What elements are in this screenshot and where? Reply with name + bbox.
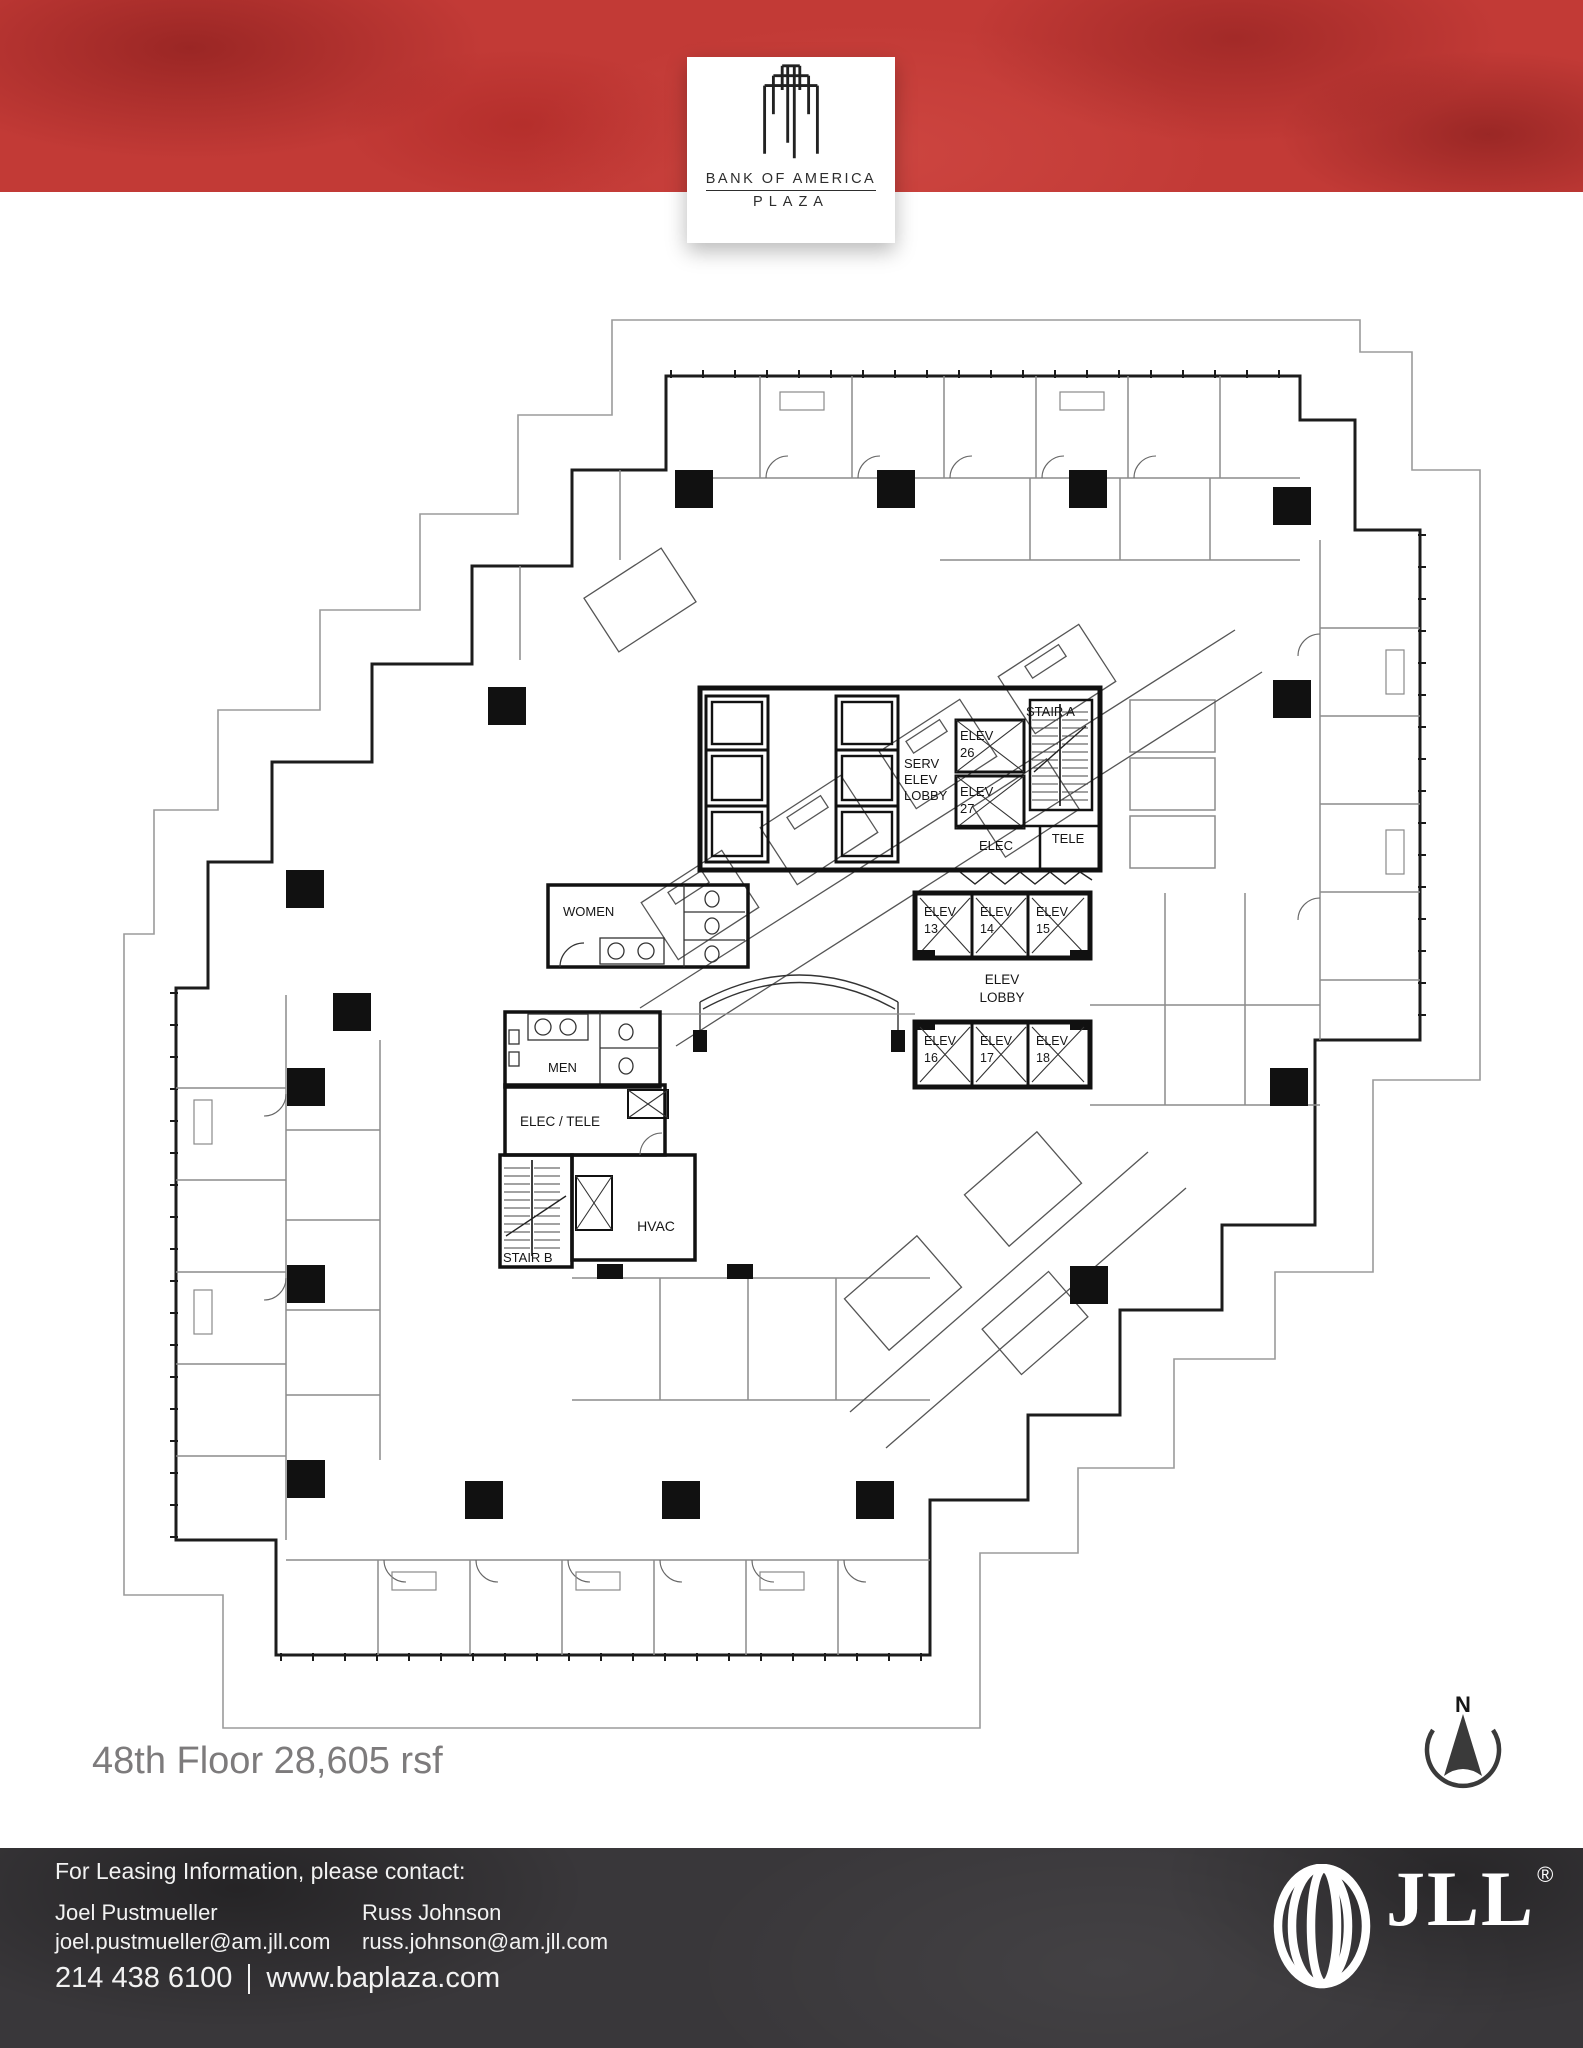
service-elevator-bank-2 [834,694,900,864]
column [286,870,324,908]
outer-outline [123,319,1481,1729]
compass-needle [1444,1714,1482,1776]
jll-logo: JLL ® [1272,1855,1554,1989]
label-elev15: ELEV [1036,905,1069,919]
label-n17: 17 [980,1051,994,1065]
furniture [193,391,1405,1591]
elevator-shaft-27: ELEV 27 [954,774,1026,830]
diagonal-corridors [583,547,1263,1449]
label-n15: 15 [1036,922,1050,936]
column [1273,487,1311,525]
jll-swirl-icon [1273,1864,1371,1989]
elec-tele-room: ELEC / TELE [503,1083,669,1157]
jll-wordmark: JLL [1386,1855,1536,1942]
core-upper-block: SERV ELEV LOBBY ELEV 26 ELEV 27 STAIR A … [697,685,1103,885]
north-arrow: N [1424,1692,1502,1789]
mens-restroom: MEN [503,1010,662,1089]
elevator-bank-top: ELEV 13 ELEV 14 ELEV 15 [912,890,1093,961]
column [597,1264,623,1279]
brand-name: BANK OF AMERICA [705,171,877,191]
column [488,687,526,725]
column [1070,1266,1108,1304]
label-serv-3: LOBBY [904,788,948,803]
label-lobby-2: LOBBY [979,990,1024,1005]
label-n16: 16 [924,1051,938,1065]
column [1069,470,1107,508]
column [1270,1068,1308,1106]
phone-number: 214 438 6100 [55,1962,233,1994]
column [662,1481,700,1519]
building-wall [174,374,1422,1657]
stair-a [1028,698,1094,812]
footer: For Leasing Information, please contact:… [0,1848,1583,2048]
label-elev18: ELEV [1036,1034,1069,1048]
label-n27: 27 [960,801,974,816]
womens-restroom: WOMEN [546,883,750,969]
label-n26: 26 [960,745,974,760]
column [287,1068,325,1106]
logo-card: BANK OF AMERICA PLAZA [687,57,895,243]
label-women: WOMEN [563,904,614,919]
label-lobby-1: ELEV [985,972,1020,987]
stair-b: STAIR B [498,1153,574,1269]
hvac-room: HVAC [570,1132,697,1262]
column [727,1264,753,1279]
label-n18: 18 [1036,1051,1050,1065]
elevator-shaft-26: ELEV 26 [954,718,1026,774]
floor-title: 48th Floor 28,605 rsf [92,1740,443,1782]
label-elev27: ELEV [960,784,994,799]
contact-name: Joel Pustmueller [55,1900,218,1925]
label-hvac: HVAC [637,1218,675,1234]
label-elev13: ELEV [924,905,957,919]
label-elec: ELEC [979,838,1013,853]
label-stair-b: STAIR B [503,1250,553,1265]
elevator-lobby: ELEV LOBBY [915,950,1090,1030]
columns [286,470,1311,1519]
column [856,1481,894,1519]
label-elev17: ELEV [980,1034,1013,1048]
column [877,470,915,508]
brand-plaza: PLAZA [753,194,829,210]
contact-name: Russ Johnson [362,1900,502,1925]
contact-email: joel.pustmueller@am.jll.com [55,1929,331,1954]
column [465,1481,503,1519]
label-serv-2: ELEV [904,772,938,787]
column [333,993,371,1031]
service-elevator-bank-1 [704,694,770,864]
label-elev14: ELEV [980,905,1013,919]
label-elec-tele: ELEC / TELE [520,1114,600,1129]
separator-bar [248,1963,251,1994]
phone-row: 214 438 6100 www.baplaza.com [55,1962,500,1995]
label-elev16: ELEV [924,1034,957,1048]
north-label: N [1455,1692,1471,1717]
contact-email: russ.johnson@am.jll.com [362,1929,609,1954]
registered-mark: ® [1537,1862,1554,1887]
leasing-heading: For Leasing Information, please contact: [55,1858,466,1884]
door-arcs [263,455,1321,1583]
building-icon [763,64,819,159]
elevator-bank-bottom: ELEV 16 ELEV 17 ELEV 18 [912,1019,1093,1090]
label-n13: 13 [924,922,938,936]
column [675,470,713,508]
arched-opening [548,974,915,1052]
office-partitions [176,376,1420,1655]
label-men: MEN [548,1060,577,1075]
label-elev26: ELEV [960,728,994,743]
column [1273,680,1311,718]
website: www.baplaza.com [266,1962,501,1994]
label-stair-a: STAIR A [1026,704,1075,719]
label-tele: TELE [1052,831,1085,846]
compass-circle [1424,1728,1502,1789]
sawtooth-detail [959,871,1093,885]
label-serv-1: SERV [904,756,939,771]
label-n14: 14 [980,922,994,936]
column [287,1265,325,1303]
column [287,1460,325,1498]
